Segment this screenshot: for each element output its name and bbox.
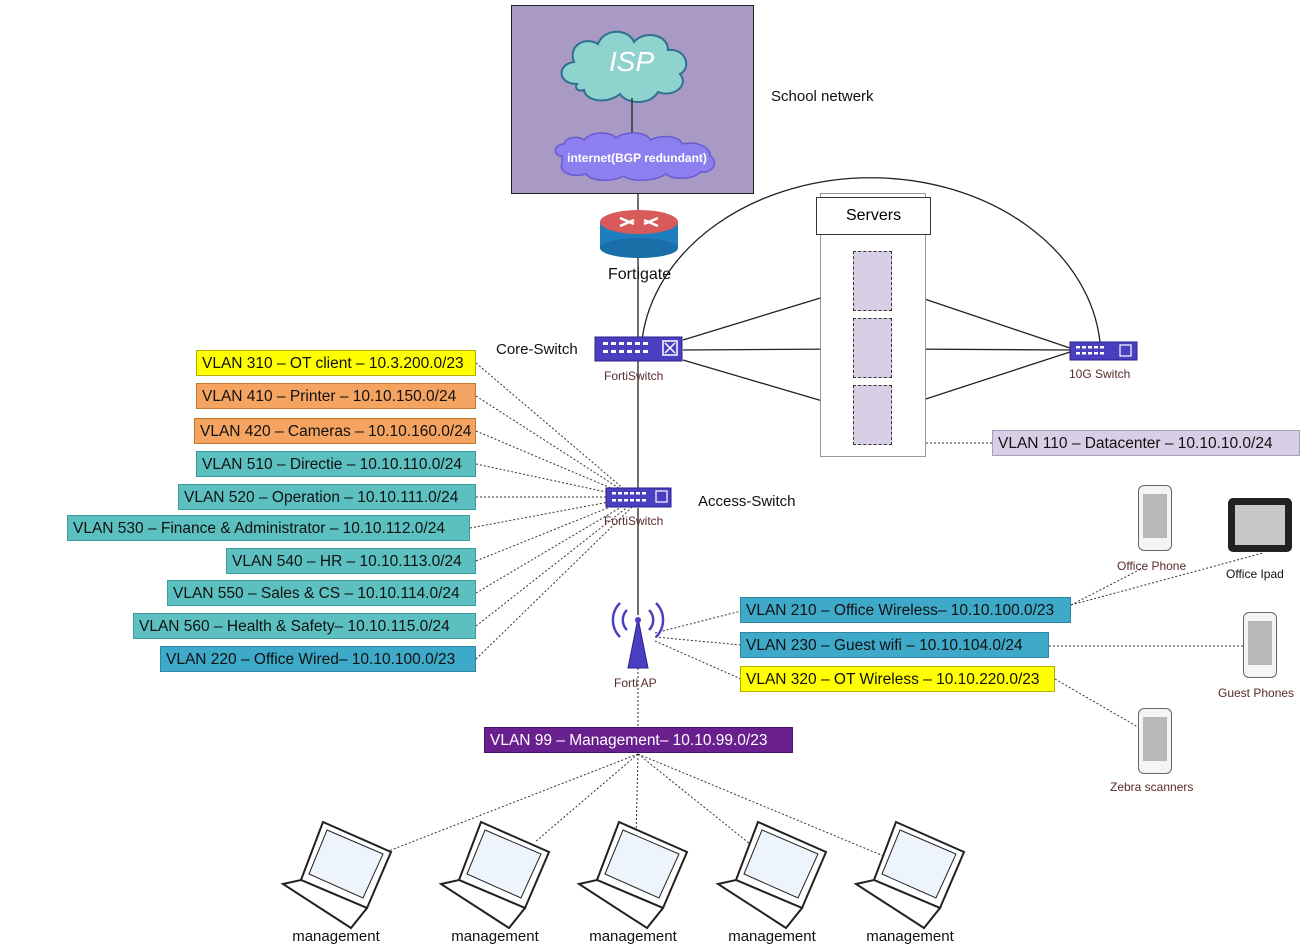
switch-10g-icon: [1069, 341, 1138, 361]
office-phone-label: Office Phone: [1117, 559, 1187, 573]
vlan-550-label: VLAN 550 – Sales & CS – 10.10.114.0/24: [167, 580, 476, 606]
fortigate-label: Fortigate: [608, 266, 672, 283]
office-ipad-icon: [1228, 498, 1292, 552]
access-point-icon: [611, 602, 665, 669]
vlan-560-label: VLAN 560 – Health & Safety– 10.10.115.0/…: [133, 613, 476, 639]
laptop-label: management: [866, 928, 954, 945]
isp-cloud-icon: [560, 30, 688, 103]
vlan-220-label: VLAN 220 – Office Wired– 10.10.100.0/23: [160, 646, 476, 672]
vlan-110-label: VLAN 110 – Datacenter – 10.10.10.0/24: [992, 430, 1300, 456]
office-ipad-label: Office Ipad: [1226, 567, 1284, 581]
zebra-scanners-label: Zebra scanners: [1110, 780, 1194, 794]
left-vlan-links: [469, 362, 633, 660]
wireless-links: [654, 552, 1264, 731]
switch-10g-label: 10G Switch: [1069, 367, 1131, 381]
core-switch-device-label: FortiSwitch: [604, 369, 664, 383]
vlan-210-label: VLAN 210 – Office Wireless– 10.10.100.0/…: [740, 597, 1071, 623]
internet-label: internet(BGP redundant): [567, 151, 707, 165]
servers-title: Servers: [816, 197, 931, 235]
vlan-310-label: VLAN 310 – OT client – 10.3.200.0/23: [196, 350, 476, 376]
cloud-icons: [554, 30, 716, 181]
core-switch-label: Core-Switch: [496, 341, 578, 358]
access-switch-icon: [605, 487, 672, 508]
vlan-520-label: VLAN 520 – Operation – 10.10.111.0/24: [178, 484, 476, 510]
diagram-title: School netwerk: [771, 88, 874, 105]
vlan-530-label: VLAN 530 – Finance & Administrator – 10.…: [67, 515, 470, 541]
link-core-10g-arc: [641, 177, 1101, 343]
isp-label: ISP: [609, 46, 655, 77]
laptop-label: management: [728, 928, 816, 945]
laptop-label: management: [451, 928, 539, 945]
server-icon: [853, 318, 892, 378]
vlan-320-label: VLAN 320 – OT Wireless – 10.10.220.0/23: [740, 666, 1055, 692]
zebra-scanner-icon: [1138, 708, 1172, 774]
guest-phones-label: Guest Phones: [1218, 686, 1295, 700]
access-switch-device-label: FortiSwitch: [604, 514, 664, 528]
vlan-230-label: VLAN 230 – Guest wifi – 10.10.104.0/24: [740, 632, 1049, 658]
access-switch-label: Access-Switch: [698, 493, 796, 510]
isp-container: ISP internet(BGP redundant): [511, 5, 754, 194]
guest-phone-icon: [1243, 612, 1277, 678]
vlan-510-label: VLAN 510 – Directie – 10.10.110.0/24: [196, 451, 476, 477]
server-icon: [853, 385, 892, 445]
server-icon: [853, 251, 892, 311]
vlan-410-label: VLAN 410 – Printer – 10.10.150.0/24: [196, 383, 476, 409]
access-point-label: Forti AP: [614, 676, 657, 690]
internet-cloud-icon: [554, 132, 716, 181]
laptop-label: management: [589, 928, 677, 945]
vlan-99-label: VLAN 99 – Management– 10.10.99.0/23: [484, 727, 793, 753]
office-phone-icon: [1138, 485, 1172, 551]
fortigate-router-icon: [600, 210, 678, 258]
vlan-540-label: VLAN 540 – HR – 10.10.113.0/24: [226, 548, 476, 574]
laptop-label: management: [292, 928, 380, 945]
vlan-420-label: VLAN 420 – Cameras – 10.10.160.0/24: [194, 418, 476, 444]
core-switch-icon: [594, 336, 683, 362]
management-links: [385, 753, 899, 863]
